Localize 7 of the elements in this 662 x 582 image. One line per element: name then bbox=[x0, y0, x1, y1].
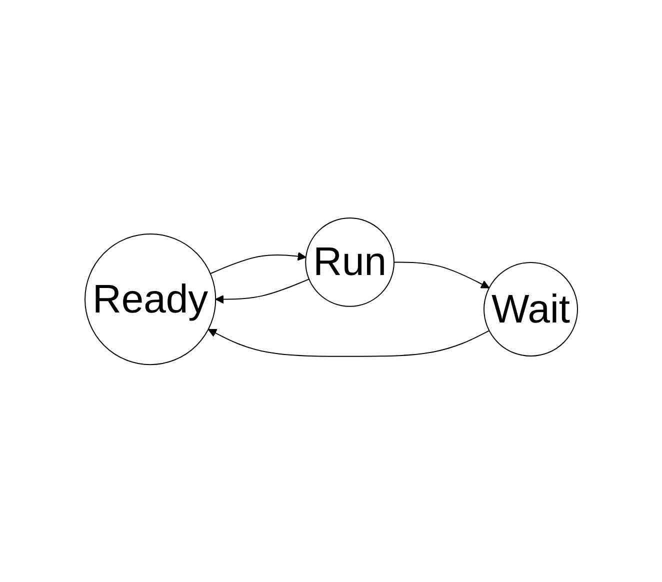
arrow bbox=[214, 278, 310, 304]
node-circle: Wait bbox=[483, 262, 578, 356]
node-circle: Run bbox=[304, 217, 394, 307]
arrow bbox=[393, 261, 490, 288]
arrow bbox=[208, 328, 490, 357]
arrow bbox=[210, 252, 306, 274]
node-circle: Ready bbox=[84, 233, 216, 365]
